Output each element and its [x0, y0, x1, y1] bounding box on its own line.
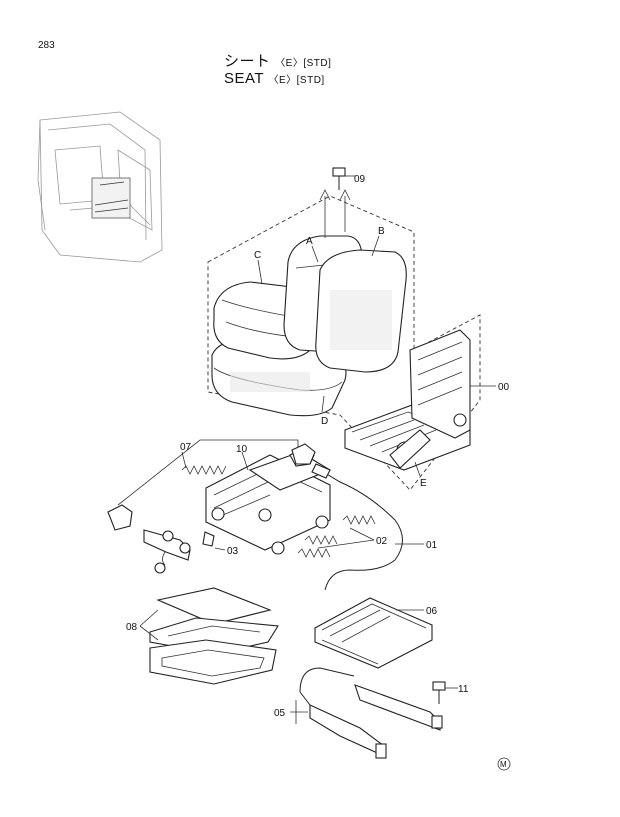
seat-cushion-d	[211, 339, 347, 417]
label-e: E	[420, 478, 427, 489]
label-00: 00	[498, 382, 510, 393]
bracket-and-fasteners-03	[143, 529, 215, 574]
backrest-cover-b	[315, 249, 407, 373]
title-japanese: シート 〈E〉[STD]	[224, 50, 331, 71]
rails-05	[299, 667, 443, 759]
label-b: B	[378, 226, 385, 237]
springs	[181, 465, 376, 558]
label-a: A	[306, 236, 313, 247]
title-jp-tag: 〈E〉[STD]	[275, 58, 332, 69]
cab-location-thumbnail	[37, 111, 163, 263]
title-en-text: SEAT	[224, 70, 264, 87]
seat-frame-00	[344, 329, 471, 471]
bolt-11	[432, 681, 455, 704]
label-06: 06	[426, 606, 438, 617]
title-english: SEAT 〈E〉[STD]	[224, 70, 325, 87]
label-10: 10	[236, 444, 248, 455]
page-number: 283	[38, 40, 55, 51]
label-d: D	[321, 416, 328, 427]
slide-rail-06	[314, 597, 433, 669]
label-c: C	[254, 250, 261, 261]
label-05: 05	[274, 708, 286, 719]
title-en-tag: 〈E〉[STD]	[268, 75, 325, 86]
cable-01	[311, 463, 403, 591]
base-plates-08	[149, 587, 279, 685]
adjust-lever-07	[107, 439, 316, 531]
m-mark-text: M	[500, 760, 507, 769]
part-labels: 09 A B C 00 D E 07 10 02 01 03 06 08 11 …	[126, 174, 510, 719]
label-08: 08	[126, 622, 138, 633]
leader-lines	[139, 235, 496, 724]
bolt-09	[319, 167, 355, 238]
title-jp-text: シート	[224, 53, 271, 70]
m-mark: M	[497, 757, 511, 771]
label-01: 01	[426, 540, 438, 551]
label-09: 09	[354, 174, 366, 185]
label-07: 07	[180, 442, 192, 453]
label-03: 03	[227, 546, 239, 557]
label-02: 02	[376, 536, 388, 547]
label-11: 11	[458, 684, 469, 695]
suspension-frame-10	[205, 447, 332, 555]
